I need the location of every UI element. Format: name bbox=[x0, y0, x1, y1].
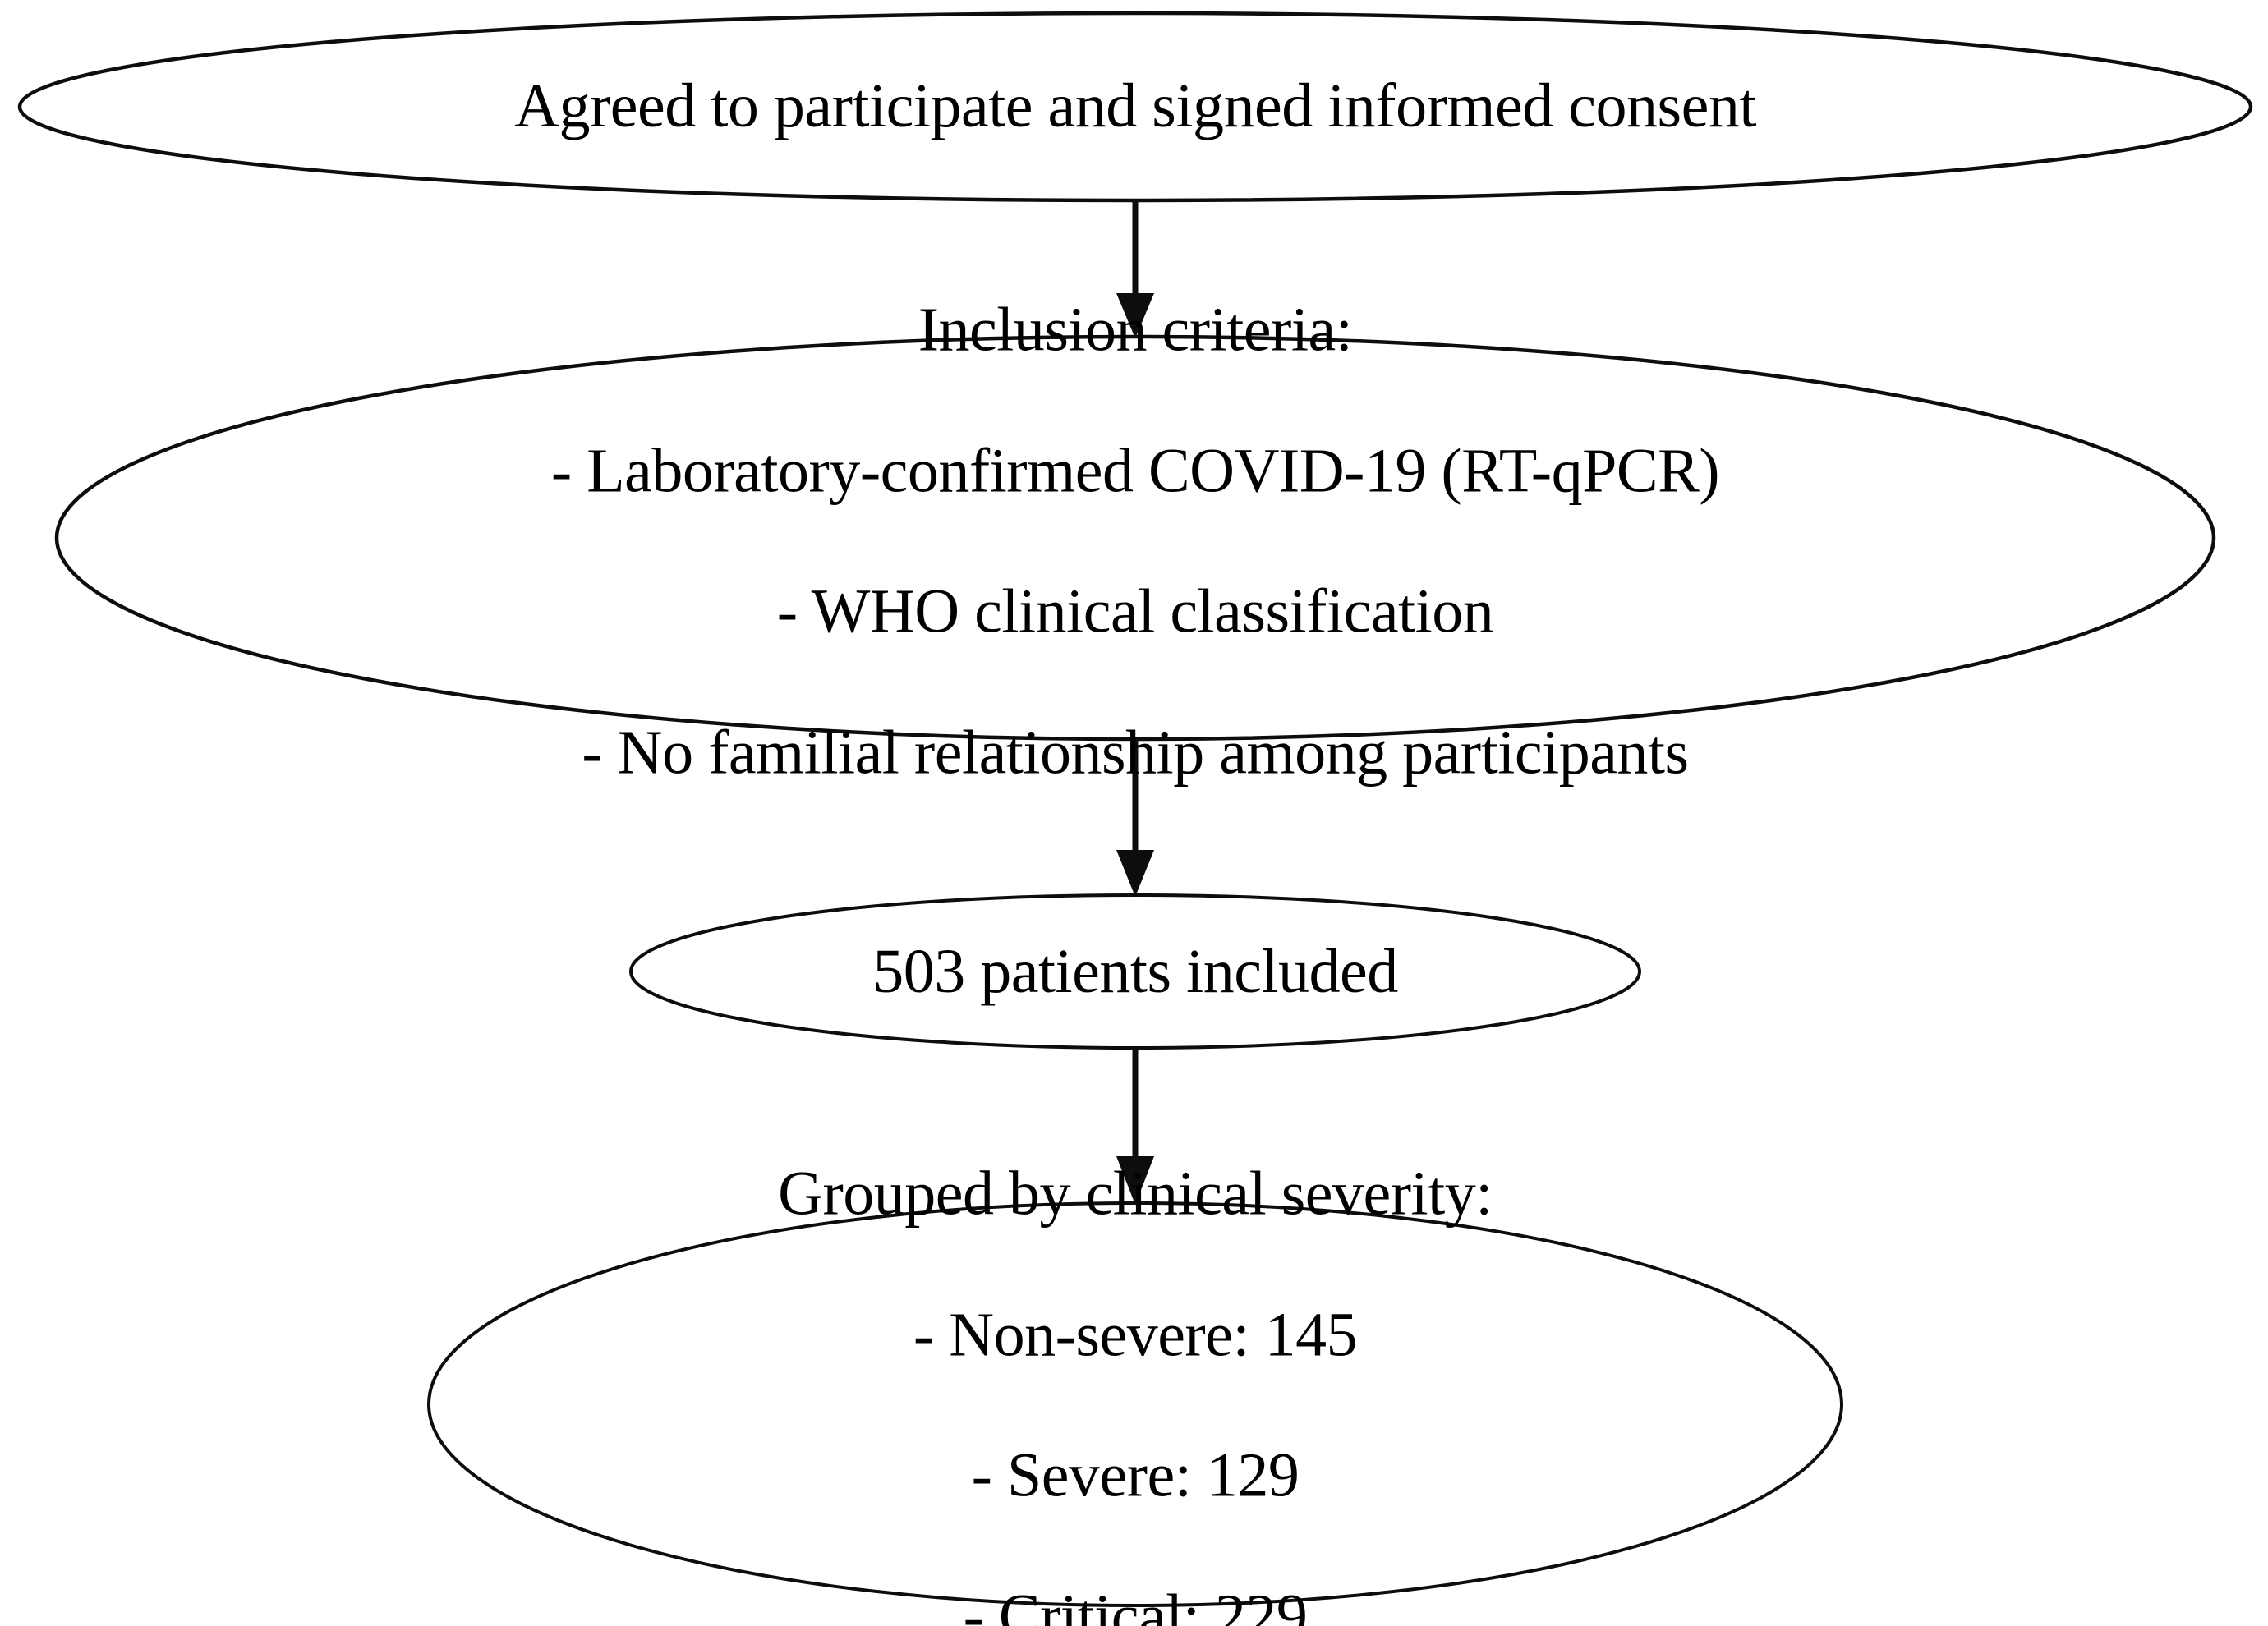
edge-3-arrowhead bbox=[1116, 1156, 1154, 1205]
edge-2-arrowhead bbox=[1116, 850, 1154, 897]
node-severity-groups-shape[interactable] bbox=[427, 1201, 1843, 1607]
node-inclusion-criteria-shape[interactable] bbox=[54, 334, 2216, 742]
edge-1-arrowhead bbox=[1116, 293, 1154, 338]
node-patients-included-shape[interactable] bbox=[629, 893, 1641, 1050]
node-consent-shape[interactable] bbox=[17, 11, 2253, 203]
